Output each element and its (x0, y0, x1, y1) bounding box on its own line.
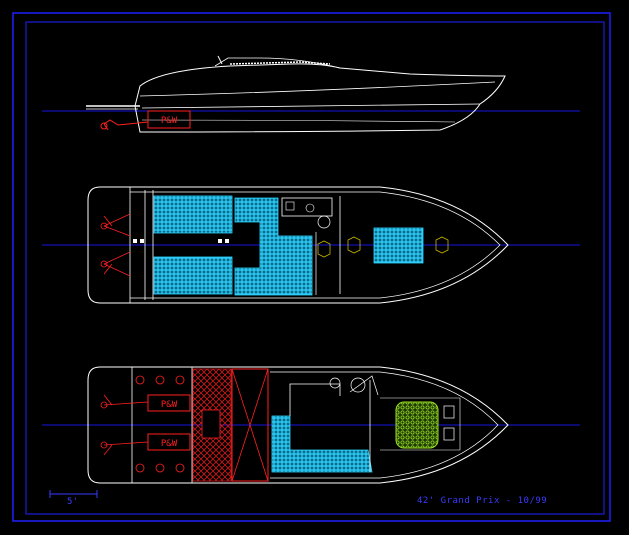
cabin-tank-bay (231, 368, 269, 482)
cabin-plan-view: P&W P&W (42, 366, 580, 484)
outer-border (12, 12, 611, 522)
deck-bow-pad (373, 227, 424, 264)
deck-hatches (317, 236, 449, 258)
deck-helm-console (281, 197, 333, 217)
profile-windscreen (214, 57, 341, 69)
inner-border (25, 21, 605, 515)
cabin-lounge (271, 415, 373, 473)
cabin-hull-outline (87, 366, 509, 484)
profile-hull (134, 63, 506, 133)
scale-bar (49, 490, 98, 498)
profile-engine (147, 110, 191, 129)
cabin-engine-compartment (131, 366, 193, 484)
profile-drive (103, 119, 149, 131)
profile-engine-label: P&W (161, 116, 178, 126)
cabin-engine-details (100, 375, 185, 473)
profile-view: P&W (42, 55, 580, 133)
cabin-engine-port (147, 394, 191, 412)
cabin-sink (350, 377, 366, 393)
deck-aft-cushion-port (153, 195, 233, 234)
deck-engine-drives (100, 213, 131, 277)
deck-cockpit-lounge (234, 197, 313, 296)
deck-aft-cushion-stbd (153, 256, 233, 295)
deck-plan-view (42, 186, 580, 304)
cabin-vberth-table (395, 401, 439, 449)
scale-label: 5' (67, 497, 79, 507)
cabin-engine-stbd-label: P&W (161, 439, 178, 449)
title-block: 42' Grand Prix - 10/99 (417, 496, 548, 506)
cabin-engine-port-label: P&W (161, 400, 178, 410)
deck-hull-outline (87, 186, 509, 304)
